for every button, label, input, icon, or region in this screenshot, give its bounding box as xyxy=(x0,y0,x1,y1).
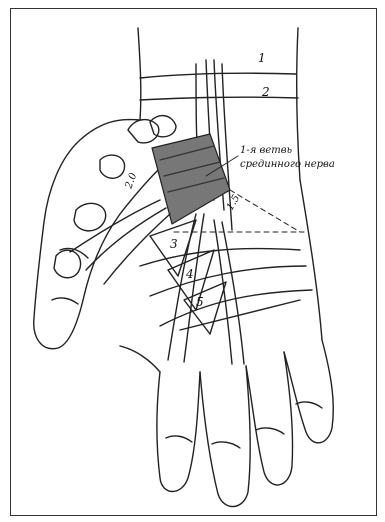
nerve-label-line2: срединного нерва xyxy=(240,160,335,170)
nerve-label-line1: 1-я ветвь xyxy=(240,146,292,156)
thumb-metacarpal-a xyxy=(100,155,125,178)
middle-finger-outline xyxy=(200,366,250,507)
thumb-joint-line-2 xyxy=(52,298,78,304)
nerve-branch-middle-2 xyxy=(222,222,244,364)
dashed-guide-1 xyxy=(230,190,300,232)
arch-line-3 xyxy=(160,290,312,326)
forearm-left-contour xyxy=(138,28,141,120)
carpal-bone-2 xyxy=(150,116,176,137)
index-finger-outline xyxy=(157,372,200,492)
index-finger-crease xyxy=(166,436,192,442)
middle-finger-crease xyxy=(212,442,240,448)
region-label-4: 4 xyxy=(186,268,194,280)
palm-ulnar-contour xyxy=(300,180,322,340)
wrist-crease-2 xyxy=(140,97,298,100)
ring-finger-outline xyxy=(246,352,293,485)
region-label-3: 3 xyxy=(170,238,178,250)
region-triangle-5 xyxy=(184,282,226,334)
carpal-bone-1 xyxy=(128,120,159,143)
little-finger-crease xyxy=(296,402,322,408)
palm-radial-contour xyxy=(120,346,160,372)
wrist-line-label-1: 1 xyxy=(258,52,266,64)
nerve-branch-index xyxy=(168,214,196,360)
nerve-branch-thumb xyxy=(70,200,160,252)
forearm-right-contour xyxy=(297,28,300,180)
region-label-5: 5 xyxy=(196,296,204,308)
ring-finger-crease xyxy=(256,428,284,434)
wrist-line-label-2: 2 xyxy=(262,86,270,98)
thumb-phalanx xyxy=(54,250,81,278)
thumb-metacarpal-b xyxy=(74,203,106,231)
nerve-branch-index-2 xyxy=(184,214,204,362)
wrist-crease-1 xyxy=(140,73,296,78)
